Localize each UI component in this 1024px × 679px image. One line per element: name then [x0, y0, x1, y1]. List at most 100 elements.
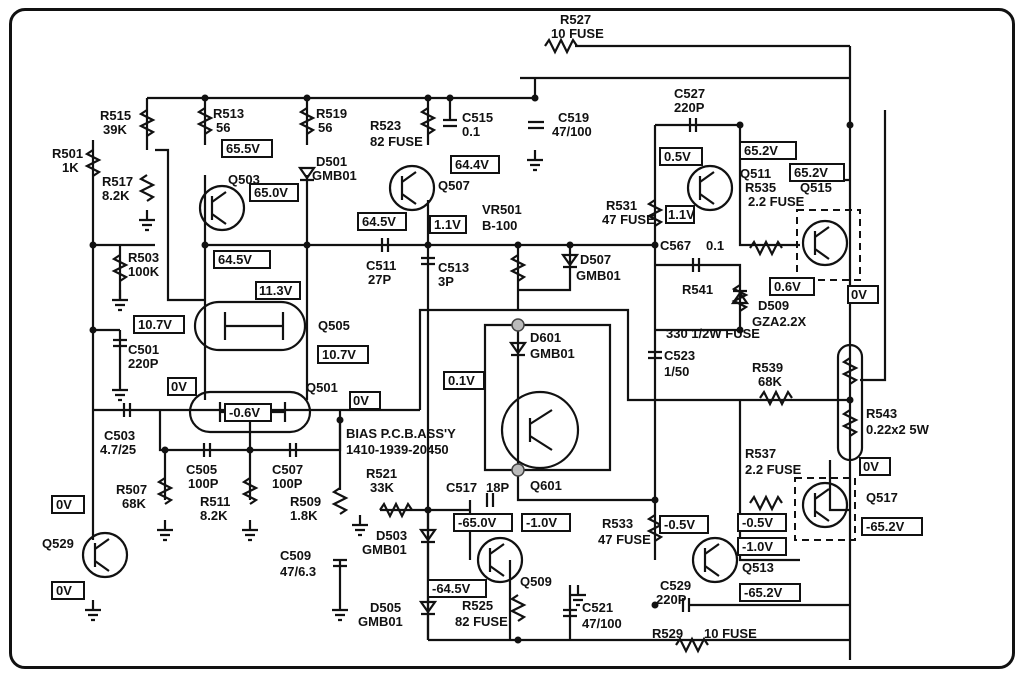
voltage-reading: -0.6V — [229, 405, 260, 420]
voltage-reading: 0V — [851, 287, 867, 302]
voltage-reading: 10.7V — [322, 347, 356, 362]
voltage-reading: 0V — [171, 379, 187, 394]
label-Q517: Q517 — [866, 490, 898, 505]
label-C527: C527 — [674, 86, 705, 101]
label-R511: R511 — [200, 494, 230, 509]
voltage-reading: -65.0V — [458, 515, 497, 530]
voltage-readings: 65.5V 65.0V 64.4V 64.5V 1.1V 64.5V 11.3V… — [51, 139, 923, 602]
voltage-reading: 10.7V — [138, 317, 172, 332]
label-D507-value: GMB01 — [576, 268, 621, 283]
label-C521: C521 — [582, 600, 613, 615]
label-R541: R541 — [682, 282, 713, 297]
voltage-reading: -65.2V — [744, 585, 783, 600]
label-C511-value: 27P — [368, 272, 391, 287]
voltage-reading: -1.0V — [526, 515, 557, 530]
label-Q501: Q501 — [306, 380, 338, 395]
wiring — [91, 44, 887, 660]
label-D501: D501 — [316, 154, 347, 169]
label-R531: R531 — [606, 198, 637, 213]
label-R527-value: 10 FUSE — [551, 26, 604, 41]
label-Q513: Q513 — [742, 560, 774, 575]
label-Q515: Q515 — [800, 180, 832, 195]
voltage-reading: -64.5V — [432, 581, 471, 596]
label-R501-value: 1K — [62, 160, 79, 175]
label-D509-value: GZA2.2X — [752, 314, 807, 329]
label-R521-value: 33K — [370, 480, 394, 495]
label-Q601: Q601 — [530, 478, 562, 493]
voltage-reading: 0V — [56, 497, 72, 512]
voltage-reading: 65.0V — [254, 185, 288, 200]
label-R525-value: 82 FUSE — [455, 614, 508, 629]
voltage-reading: 11.3V — [259, 283, 293, 298]
label-D503-value: GMB01 — [362, 542, 407, 557]
label-C515: C515 — [462, 110, 493, 125]
label-C507-value: 100P — [272, 476, 303, 491]
label-C507: C507 — [272, 462, 303, 477]
bias-assembly-outline — [794, 209, 861, 541]
voltage-reading: 65.5V — [226, 141, 260, 156]
label-R517: R517 — [102, 174, 133, 189]
label-C503: C503 — [104, 428, 135, 443]
label-R509-value: 1.8K — [290, 508, 318, 523]
voltage-reading: 0.5V — [664, 149, 691, 164]
label-C511: C511 — [366, 258, 396, 273]
label-R511-value: 8.2K — [200, 508, 228, 523]
voltage-reading: 0V — [56, 583, 72, 598]
label-R503-value: 100K — [128, 264, 160, 279]
voltage-reading: 0V — [863, 459, 879, 474]
label-C501-value: 220P — [128, 356, 159, 371]
label-C505: C505 — [186, 462, 217, 477]
label-R519-value: 56 — [318, 120, 332, 135]
bias-pcb-label: BIAS P.C.B.ASS'Y — [346, 426, 456, 441]
label-C567-value: 0.1 — [706, 238, 724, 253]
label-R527: R527 — [560, 12, 591, 27]
label-Q507: Q507 — [438, 178, 470, 193]
label-C517: C517 — [446, 480, 477, 495]
label-R509: R509 — [290, 494, 321, 509]
label-R541-value: 330 1/2W FUSE — [666, 326, 760, 341]
label-R539-value: 68K — [758, 374, 782, 389]
label-C513: C513 — [438, 260, 469, 275]
label-R513-value: 56 — [216, 120, 230, 135]
label-D507: D507 — [580, 252, 611, 267]
label-R525: R525 — [462, 598, 493, 613]
label-R529: R529 — [652, 626, 683, 641]
voltage-reading: 65.2V — [744, 143, 778, 158]
label-C523-value: 1/50 — [664, 364, 689, 379]
label-R535-value: 2.2 FUSE — [748, 194, 805, 209]
label-R515-value: 39K — [103, 122, 127, 137]
label-C505-value: 100P — [188, 476, 219, 491]
label-R537: R537 — [745, 446, 776, 461]
resistor-symbols — [84, 37, 864, 654]
label-R519: R519 — [316, 106, 347, 121]
schematic-frame — [9, 8, 1015, 669]
label-D503: D503 — [376, 528, 407, 543]
voltage-reading: 1.1V — [434, 217, 461, 232]
voltage-reading: 65.2V — [794, 165, 828, 180]
voltage-reading: -0.5V — [742, 515, 773, 530]
label-Q511: Q511 — [740, 166, 771, 181]
junction-dots — [89, 94, 854, 644]
label-R543-value: 0.22x2 5W — [866, 422, 930, 437]
label-R507-value: 68K — [122, 496, 146, 511]
label-C501: C501 — [128, 342, 159, 357]
voltage-reading: 0.6V — [774, 279, 801, 294]
label-R523: R523 — [370, 118, 401, 133]
label-C517-value: 18P — [486, 480, 509, 495]
label-R507: R507 — [116, 482, 147, 497]
diode-symbols — [297, 166, 750, 616]
voltage-reading: 1.1V — [668, 207, 695, 222]
label-Q509: Q509 — [520, 574, 552, 589]
label-R533: R533 — [602, 516, 633, 531]
label-R503: R503 — [128, 250, 159, 265]
transistor-symbols — [81, 164, 849, 584]
voltage-reading: -1.0V — [742, 539, 773, 554]
label-C529-value: 220P — [656, 592, 687, 607]
label-C567: C567 — [660, 238, 691, 253]
component-labels: R527 10 FUSE R515 39K R513 56 R519 56 R5… — [42, 12, 930, 641]
voltage-reading: -0.5V — [664, 517, 695, 532]
label-C529: C529 — [660, 578, 691, 593]
label-C527-value: 220P — [674, 100, 705, 115]
label-C509: C509 — [280, 548, 311, 563]
capacitor-symbols — [113, 118, 701, 618]
